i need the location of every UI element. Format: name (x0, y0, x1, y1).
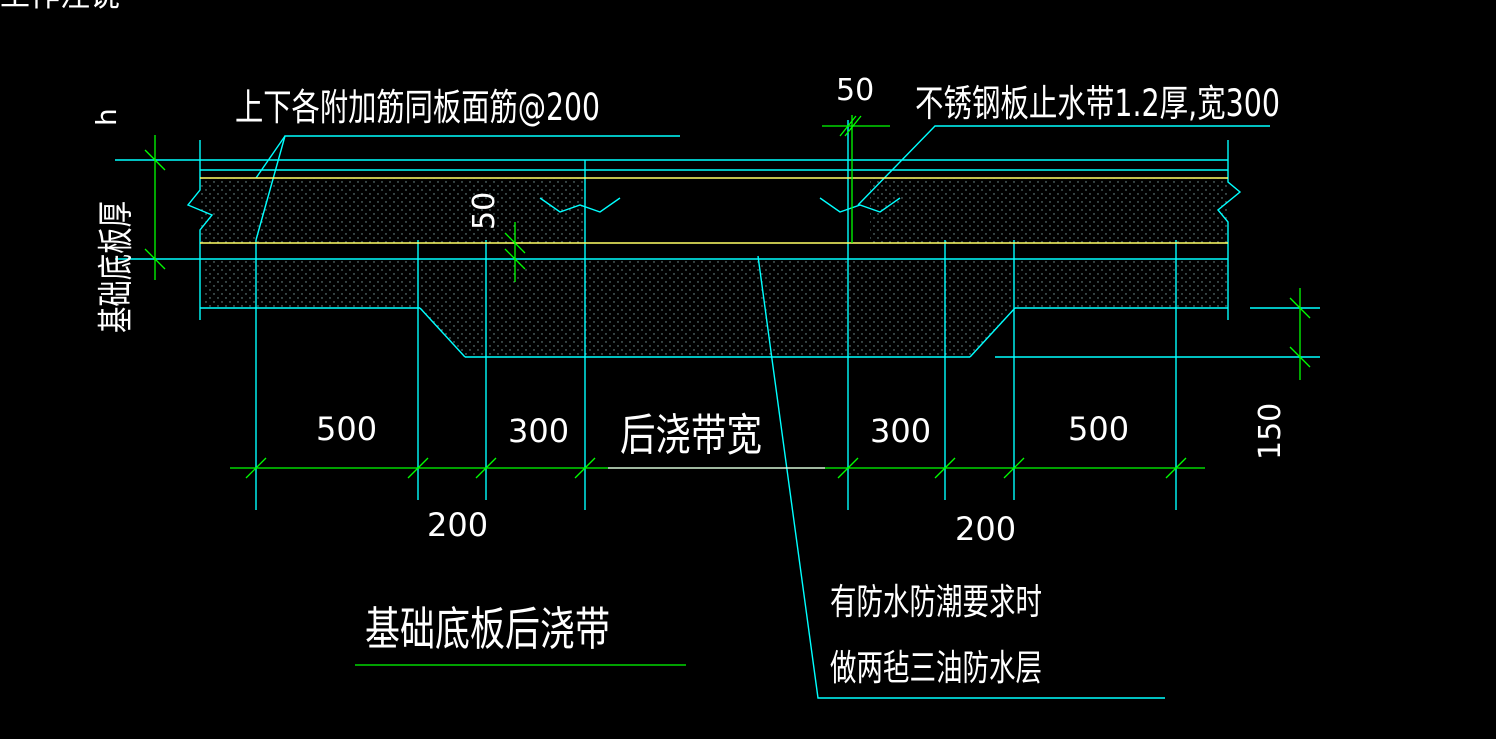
side-150-dimension: 150 (1253, 403, 1288, 460)
slab-thickness-label: 基础底板厚 (96, 201, 137, 333)
upper-slab-left-hatch (200, 178, 585, 243)
concrete-hatch (200, 178, 1228, 357)
lower-slab-hatch (205, 260, 1228, 357)
right-300-dimension: 300 (870, 412, 931, 450)
rebar-note: 上下各附加筋同板面筋@200 (235, 86, 600, 129)
left-300-dimension: 300 (508, 412, 569, 450)
slab-outline (115, 120, 1320, 699)
left-500-dimension: 500 (316, 410, 377, 448)
rebar-lines (200, 177, 1228, 244)
right-200-dimension: 200 (955, 510, 1016, 548)
top-partial-text: 工作注说- (0, 0, 131, 14)
waterstop-note: 不锈钢板止水带1.2厚,宽300 (915, 82, 1280, 125)
middle-50-dimension: 50 (467, 192, 502, 230)
waterproof-note-line1: 有防水防潮要求时 (830, 582, 1042, 623)
top-50-dimension: 50 (836, 73, 874, 108)
drawing-title: 基础底板后浇带 (365, 602, 610, 656)
h-label: h (90, 108, 123, 126)
waterproof-note-line2: 做两毡三油防水层 (830, 648, 1042, 689)
left-200-dimension: 200 (427, 506, 488, 544)
band-width-label: 后浇带宽 (620, 410, 762, 461)
right-500-dimension: 500 (1068, 410, 1129, 448)
upper-slab-right-hatch (870, 178, 1228, 243)
